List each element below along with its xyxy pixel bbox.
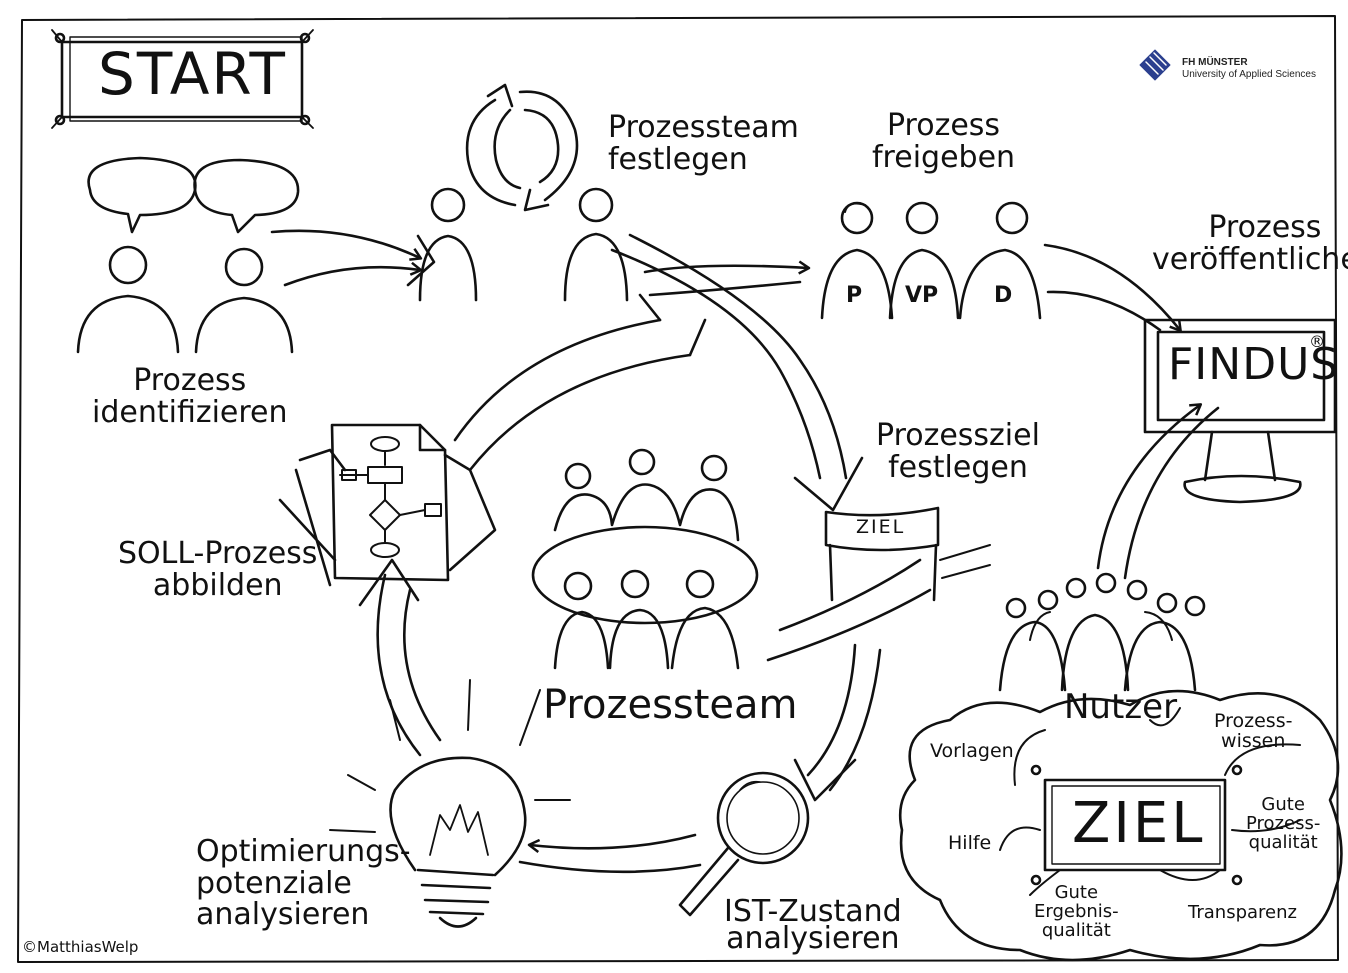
cloud-item-prozesswissen: Prozess- wissen [1214, 710, 1293, 752]
step-release-line2: freigeben [872, 139, 1016, 175]
ergebnisqualitaet-line2: Ergebnis- [1034, 900, 1119, 922]
approver-d: D [994, 283, 1013, 308]
step-goal-line2: festlegen [888, 449, 1028, 485]
approver-vp: VP [905, 283, 939, 308]
cloud-item-gute-ergebnisqualitaet: Gute Ergebnis- qualität [1034, 882, 1119, 941]
goal-cloud [898, 689, 1343, 962]
step-optimize-line1: Optimierungs- [196, 834, 411, 869]
cloud-goal-label: ZIEL [1072, 791, 1206, 856]
step-goal-label: Prozessziel festlegen [876, 420, 1040, 483]
users-group-icon [998, 572, 1206, 692]
step-identify-label: Prozess identifizieren [92, 365, 288, 428]
users-label: Nutzer [1064, 687, 1178, 727]
prozessqualitaet-line1: Gute [1261, 794, 1305, 815]
cloud-item-vorlagen: Vorlagen [930, 740, 1014, 762]
fh-logo-icon [1139, 49, 1171, 81]
process-cycle [358, 293, 932, 874]
step-identify-line1: Prozess [133, 363, 247, 398]
step-soll-line1: SOLL-Prozess [118, 536, 318, 571]
people-identify-icon [76, 245, 294, 354]
findus-monitor-icon [1143, 318, 1337, 504]
step-publish-line2: veröffentlichen [1152, 241, 1348, 277]
findus-label: FINDUS [1168, 339, 1340, 390]
step-team-line1: Prozessteam [608, 110, 799, 145]
light-bulb-icon [329, 679, 571, 928]
recycle-icon [465, 83, 579, 212]
step-ist-line2: analysieren [726, 921, 900, 956]
credit-label: ©MatthiasWelp [22, 938, 139, 956]
speech-bubbles-icon [87, 156, 300, 234]
step-soll-line2: abbilden [152, 567, 283, 603]
cloud-item-hilfe: Hilfe [948, 832, 992, 854]
cloud-item-transparenz: Transparenz [1188, 902, 1297, 923]
step-optimize-label: Optimierungs- potenziale analysieren [196, 836, 411, 931]
step-release-label: Prozess freigeben [872, 110, 1015, 173]
step-team-label: Prozessteam festlegen [608, 112, 799, 175]
approver-p: P [846, 283, 863, 308]
goal-banner-label: ZIEL [856, 516, 906, 538]
step-optimize-line3: analysieren [196, 897, 370, 932]
findus-registered-mark: ® [1309, 332, 1325, 351]
prozessqualitaet-line3: qualität [1248, 831, 1318, 853]
step-identify-line2: identifizieren [92, 394, 288, 430]
logo-subtitle: University of Applied Sciences [1182, 68, 1316, 80]
ergebnisqualitaet-line3: qualität [1041, 919, 1111, 941]
frame [17, 15, 1339, 963]
start-label: START [98, 40, 287, 108]
goal-banner-icon [824, 506, 991, 602]
center-team-label: Prozessteam [543, 682, 798, 728]
step-goal-line1: Prozessziel [876, 418, 1040, 453]
prozesswissen-line1: Prozess- [1214, 710, 1293, 732]
soll-document-icon [278, 423, 497, 587]
step-publish-line1: Prozess [1208, 210, 1322, 245]
step-publish-label: Prozess veröffentlichen [1152, 212, 1348, 275]
prozesswissen-line2: wissen [1221, 729, 1286, 752]
logo-name: FH MÜNSTER [1182, 57, 1248, 68]
central-team-icon [531, 448, 759, 670]
people-team-icon [418, 187, 629, 302]
ergebnisqualitaet-line1: Gute [1054, 882, 1099, 903]
prozessqualitaet-line2: Prozess- [1246, 812, 1321, 834]
magnifier-icon [678, 771, 810, 917]
step-release-line1: Prozess [886, 108, 1001, 143]
people-release-icon [820, 201, 1042, 320]
step-soll-label: SOLL-Prozess abbilden [118, 538, 317, 601]
cloud-item-gute-prozessqualitaet: Gute Prozess- qualität [1246, 794, 1321, 853]
fh-logo: FH MÜNSTER University of Applied Science… [1182, 57, 1316, 80]
step-team-line2: festlegen [608, 141, 748, 177]
step-ist-label: IST-Zustand analysieren [724, 894, 902, 956]
step-ist-line1: IST-Zustand [724, 894, 902, 929]
step-optimize-line2: potenziale [196, 865, 352, 901]
start-box [51, 29, 314, 129]
